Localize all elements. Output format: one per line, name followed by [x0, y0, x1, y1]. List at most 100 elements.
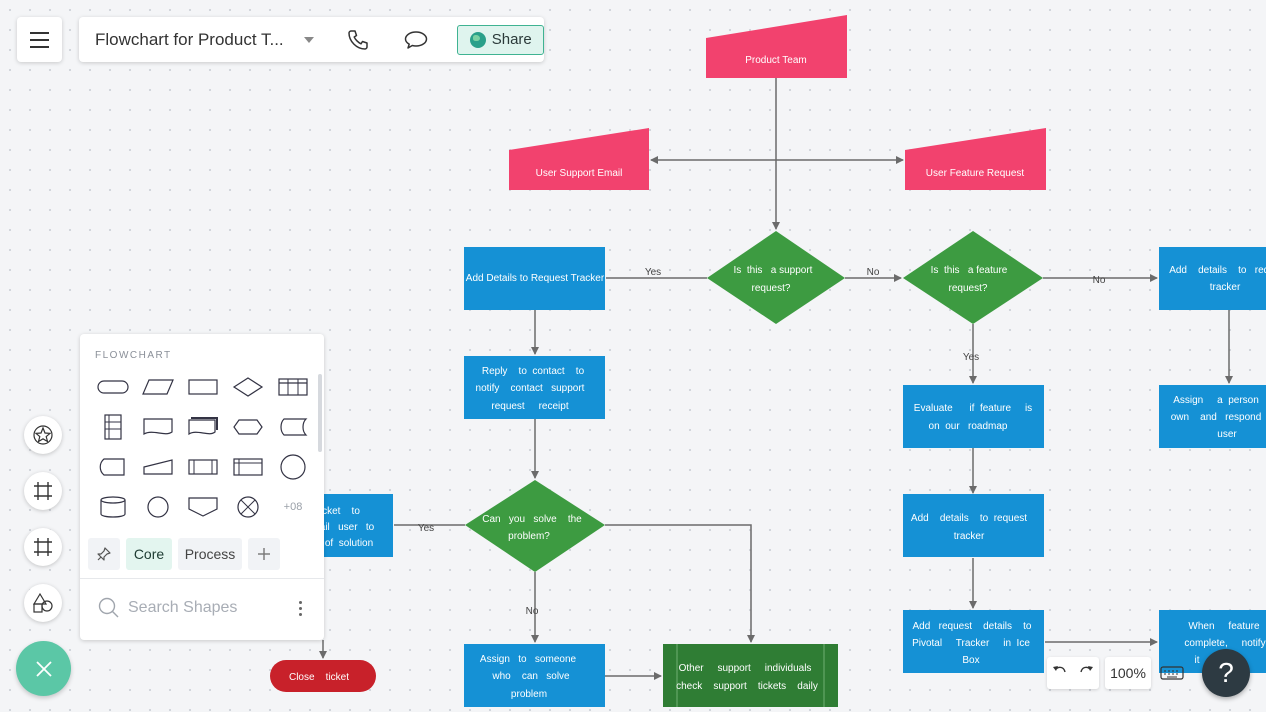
database-cylinder-shape[interactable]	[93, 492, 133, 522]
internal-storage-shape[interactable]	[93, 412, 133, 442]
frame-tool-button[interactable]	[24, 472, 62, 510]
node-label: tracker	[954, 531, 985, 542]
manual-input-shape[interactable]	[138, 452, 178, 482]
undo-button[interactable]	[1052, 664, 1068, 682]
shape-library-panel: FLOWCHART +08 Core Process	[80, 334, 324, 640]
edge-can-solve-to-other-support[interactable]	[605, 524, 755, 643]
frame-grid-icon	[34, 538, 52, 556]
node-add-details-right[interactable]: Add details to requ tracker	[1159, 247, 1266, 310]
node-label: request?	[752, 283, 791, 294]
close-icon	[35, 660, 52, 677]
node-reply-to-contact[interactable]: Reply to contact to notify contact suppo…	[464, 356, 605, 419]
zoom-level[interactable]: 100%	[1105, 657, 1151, 689]
redo-button[interactable]	[1078, 664, 1094, 682]
decision-diamond-shape[interactable]	[228, 372, 268, 402]
circle-connector-shape[interactable]	[273, 452, 313, 482]
node-evaluate-feature[interactable]: Evaluate if feature is on our roadmap	[903, 385, 1044, 448]
more-options-button[interactable]	[293, 599, 308, 618]
node-label: who can solve	[491, 671, 570, 682]
tab-process[interactable]: Process	[178, 538, 242, 570]
search-shapes-input[interactable]	[126, 598, 280, 618]
node-label: Close ticket	[289, 672, 349, 683]
edge-label-no: No	[526, 606, 539, 617]
plus-icon	[258, 548, 270, 560]
node-label: cket to	[322, 506, 360, 517]
close-panel-button[interactable]	[16, 641, 71, 696]
call-button[interactable]	[344, 26, 372, 54]
node-add-pivotal-tracker[interactable]: Add request details to Pivotal Tracker i…	[903, 610, 1044, 673]
panel-divider	[80, 578, 324, 579]
node-label: Add details to request	[911, 513, 1027, 524]
hamburger-icon	[30, 45, 49, 48]
node-add-details-request-tracker-2[interactable]: Add details to request tracker	[903, 494, 1044, 557]
undo-redo-group	[1047, 657, 1099, 689]
tab-core[interactable]: Core	[126, 538, 172, 570]
manual-operation-shape[interactable]	[93, 452, 133, 482]
document-shape[interactable]	[138, 412, 178, 442]
node-label: request?	[949, 283, 988, 294]
stored-data-shape[interactable]	[273, 412, 313, 442]
node-close-ticket[interactable]: Close ticket	[270, 660, 376, 692]
shapes-tool-button[interactable]	[24, 584, 62, 622]
edge-label-no: No	[867, 267, 880, 278]
panel-scrollbar[interactable]	[318, 374, 322, 452]
display-window-shape[interactable]	[228, 452, 268, 482]
node-user-feature-request[interactable]: User Feature Request	[905, 128, 1046, 190]
node-label: problem?	[508, 531, 550, 542]
node-label: Add Details to Request Tracker	[466, 273, 605, 284]
globe-icon	[469, 31, 486, 48]
multi-document-shape[interactable]	[183, 412, 223, 442]
node-label: Box	[962, 655, 979, 666]
frame-grid-icon	[34, 482, 52, 500]
node-assign-person[interactable]: Assign a person own and respond user	[1159, 385, 1266, 448]
grid-tool-button[interactable]	[24, 528, 62, 566]
edge-label-no: No	[1093, 275, 1106, 286]
favorites-shapes-button[interactable]	[24, 416, 62, 454]
more-shapes-count[interactable]: +08	[283, 501, 303, 513]
process-rectangle-shape[interactable]	[183, 372, 223, 402]
comments-button[interactable]	[402, 26, 430, 54]
predefined-process-shape[interactable]	[183, 452, 223, 482]
document-toolbar: Flowchart for Product T... Share	[79, 17, 544, 62]
shape-search	[98, 596, 308, 620]
node-is-support-request[interactable]: Is this a support request?	[707, 231, 845, 324]
add-library-button[interactable]	[248, 538, 280, 570]
node-assign-to-someone[interactable]: Assign to someone who can solve problem	[464, 644, 605, 707]
node-product-team[interactable]: Product Team	[706, 15, 847, 78]
chevron-down-icon[interactable]	[303, 36, 314, 43]
keyboard-shortcuts-button[interactable]	[1157, 657, 1187, 689]
node-is-feature-request[interactable]: Is this a feature request?	[903, 231, 1043, 324]
node-other-support-individuals[interactable]: Other support individuals check support …	[663, 644, 838, 707]
node-label: tracker	[1210, 282, 1241, 293]
share-button[interactable]: Share	[457, 24, 544, 55]
search-icon	[98, 597, 119, 618]
node-label: Add details to requ	[1169, 265, 1266, 276]
off-page-connector-shape[interactable]	[183, 492, 223, 522]
data-parallelogram-shape[interactable]	[138, 372, 178, 402]
main-menu-button[interactable]	[17, 17, 62, 62]
node-label: request receipt	[491, 401, 568, 412]
circle-shape[interactable]	[138, 492, 178, 522]
node-ticket-email-user[interactable]: cket to ail user to of solution	[314, 494, 393, 557]
pin-library-button[interactable]	[88, 538, 120, 570]
undo-icon	[1053, 666, 1066, 673]
preparation-shape[interactable]	[228, 412, 268, 442]
help-button[interactable]: ?	[1202, 649, 1250, 697]
summing-junction-shape[interactable]	[228, 492, 268, 522]
library-tabs: Core Process	[88, 538, 280, 570]
node-label: check support tickets daily	[676, 681, 818, 692]
node-can-you-solve[interactable]: Can you solve the problem?	[465, 480, 605, 572]
node-label: Product Team	[745, 55, 807, 66]
node-user-support-email[interactable]: User Support Email	[509, 128, 649, 190]
node-label: complete, notify	[1184, 638, 1265, 649]
node-label: Reply to contact to	[482, 366, 585, 377]
table-shape[interactable]	[273, 372, 313, 402]
node-label: Assign a person	[1173, 395, 1259, 406]
terminator-shape[interactable]	[93, 372, 133, 402]
node-label: Evaluate if feature is	[914, 403, 1032, 414]
hamburger-icon	[30, 31, 49, 34]
document-title[interactable]: Flowchart for Product T...	[95, 29, 284, 49]
node-add-details-request-tracker[interactable]: Add Details to Request Tracker	[464, 247, 605, 310]
node-label: on our roadmap	[929, 421, 1008, 432]
